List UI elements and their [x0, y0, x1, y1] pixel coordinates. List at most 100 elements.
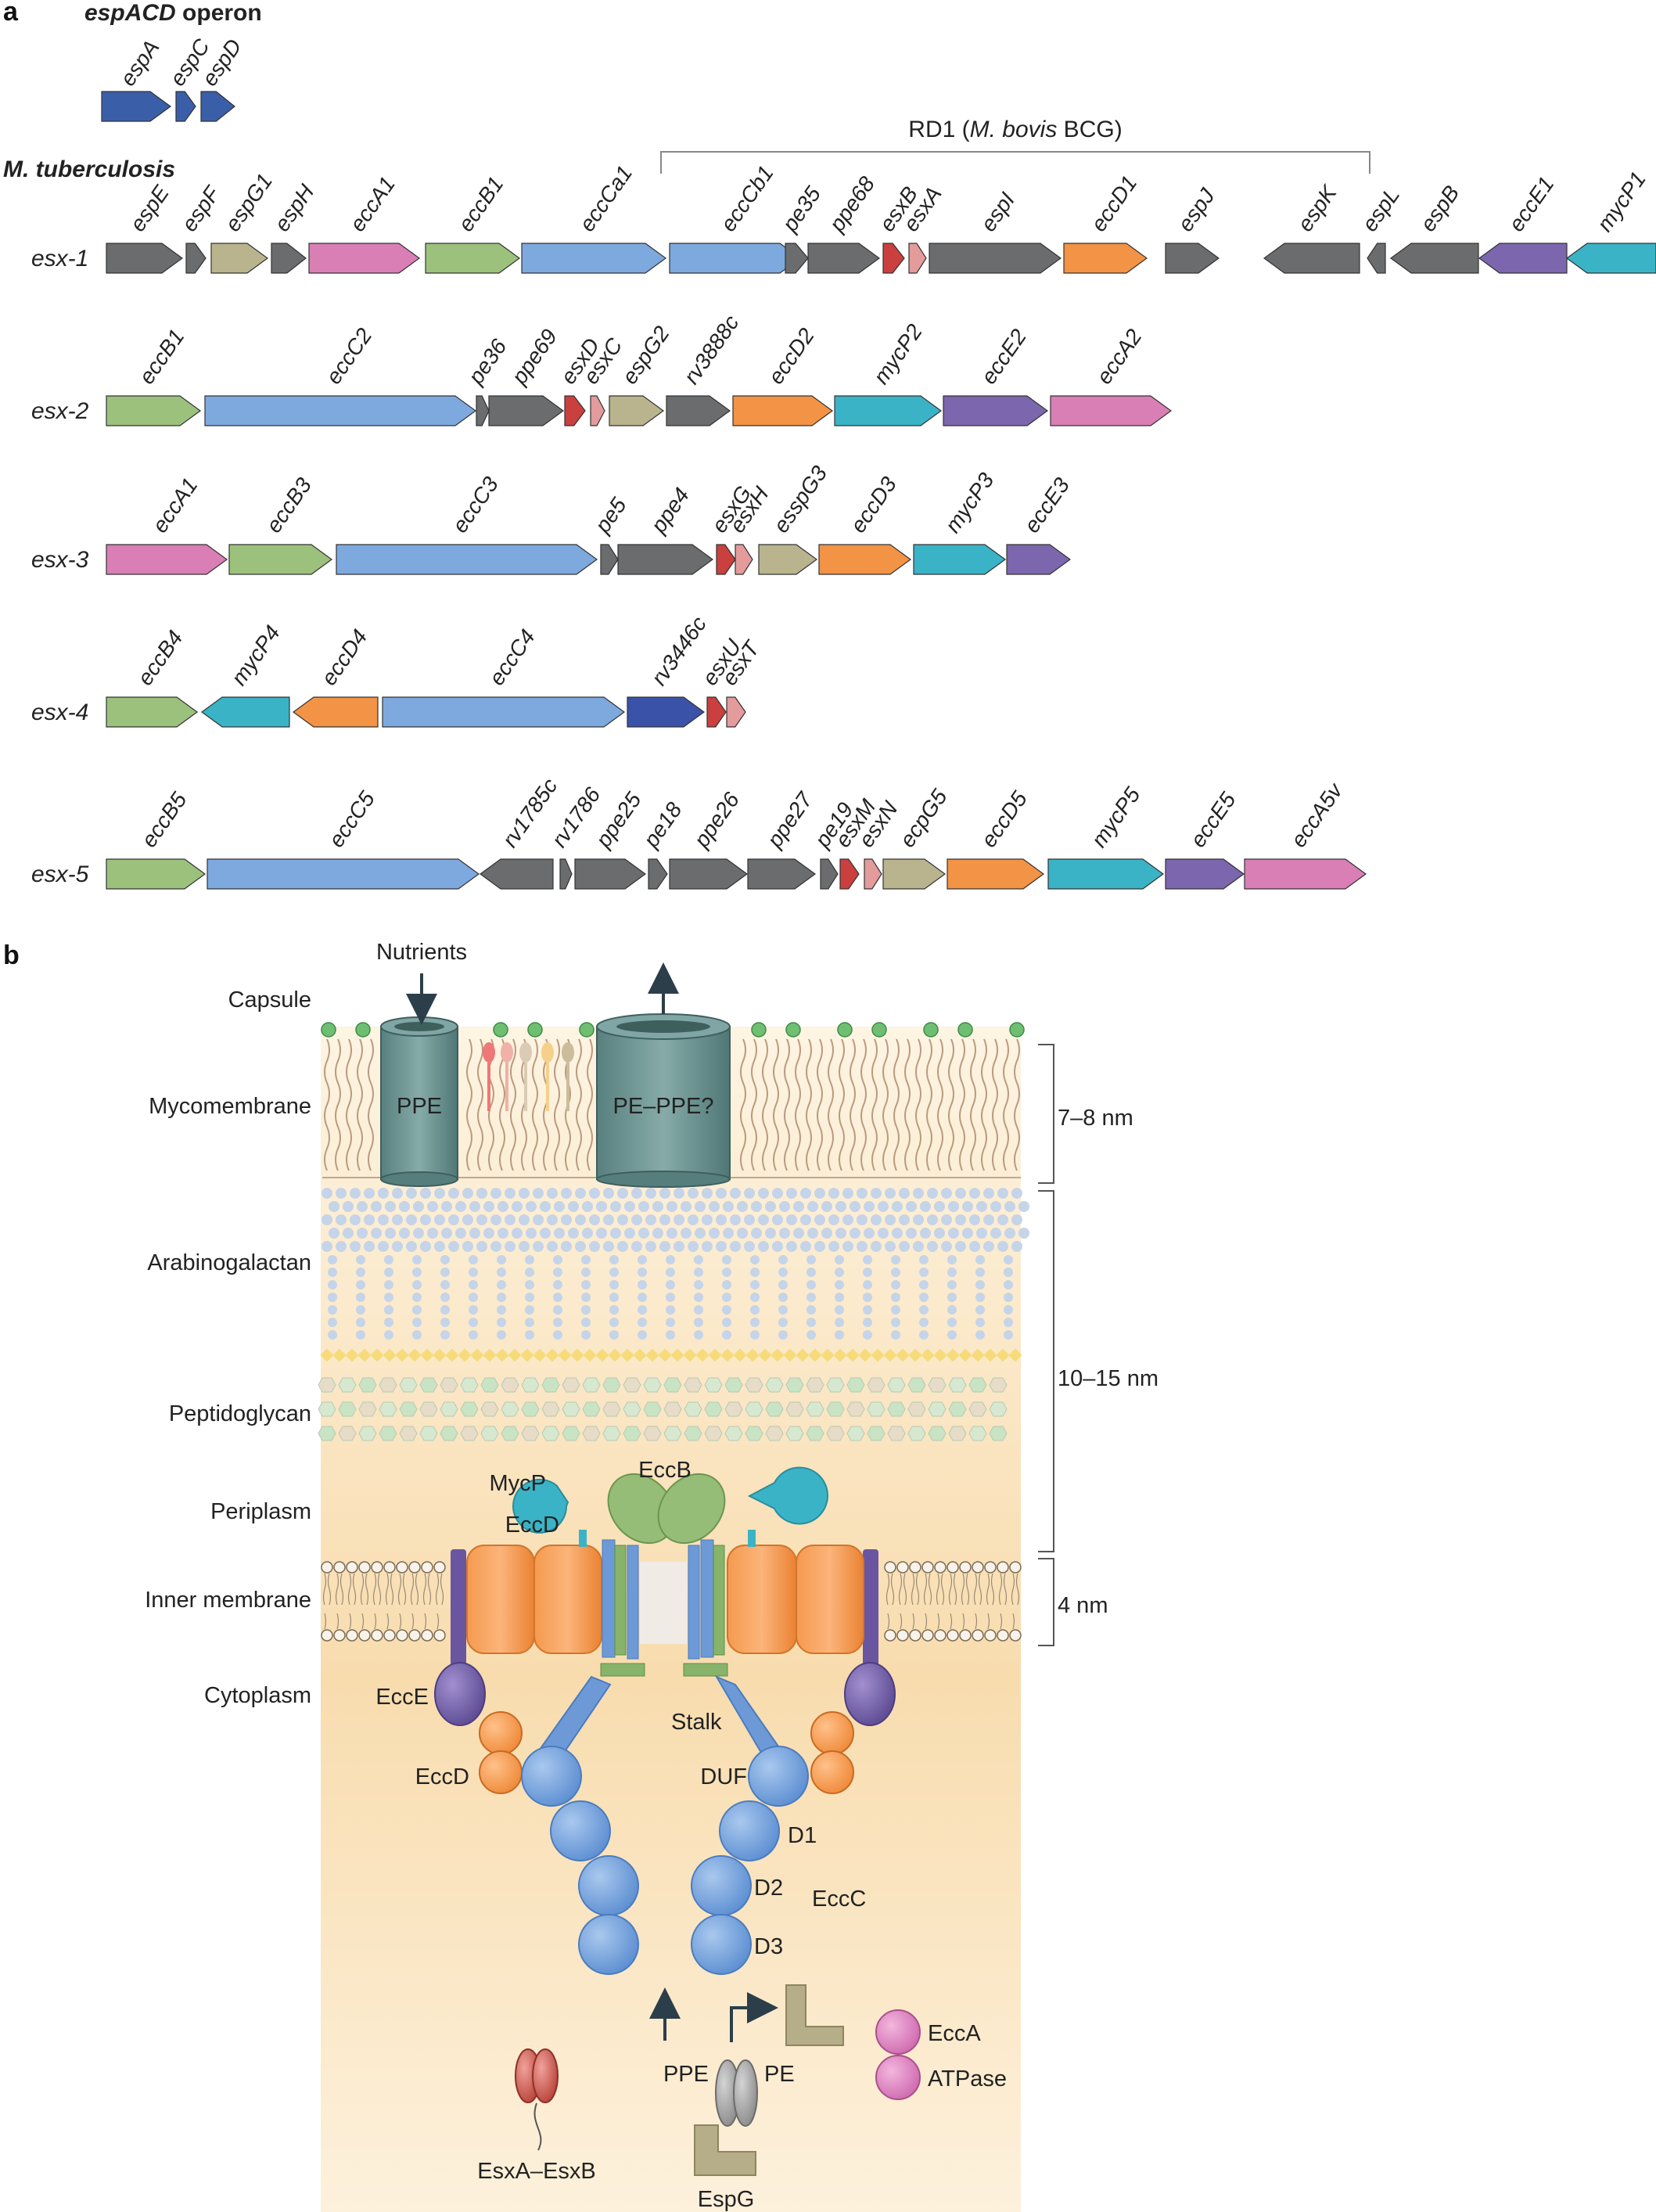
mycomembrane [321, 1022, 1025, 1178]
eccc-d2-left [578, 1855, 639, 1916]
ppe-pore: PPE [380, 1016, 458, 1187]
gene-label-eccC4: eccC4 [484, 625, 540, 690]
panel-b-label: b [3, 941, 20, 970]
eccd-cyto-left-2 [479, 1750, 523, 1794]
gene-label-pe18: pe18 [638, 797, 687, 852]
gene-label-eccB1: eccB1 [135, 325, 189, 389]
gene-esxB [882, 243, 905, 274]
gene-eccC5 [207, 858, 480, 890]
gene-esxD [564, 395, 586, 426]
gene-label-espH: espH [270, 179, 319, 236]
locus-label-esx-1: esx-1 [31, 246, 88, 272]
layer-mycomembrane: Mycomembrane [149, 1094, 311, 1119]
label-espg: EspG [698, 2187, 755, 2212]
gene-espC [175, 91, 196, 122]
gene-rv1785c [479, 858, 554, 890]
layer-periplasm: Periplasm [210, 1499, 311, 1524]
gene-label-espA: espA [116, 35, 164, 90]
gene-ppe27 [747, 858, 817, 890]
svg-text:espACD operon: espACD operon [84, 0, 262, 26]
gene-mycP2 [834, 395, 943, 426]
eccd-tm-4 [796, 1545, 864, 1654]
eccc-d3-right [691, 1914, 752, 1975]
gene-eccB4 [106, 696, 199, 728]
gene-label-espG2: espG2 [617, 322, 674, 389]
gene-label-espE: espE [125, 181, 174, 236]
label-stalk: Stalk [671, 1710, 722, 1735]
svg-text:RD1 (M. bovis BCG): RD1 (M. bovis BCG) [908, 117, 1122, 142]
gene-label-espB: espB [1416, 181, 1464, 236]
ppe-pore-label: PPE [397, 1094, 442, 1119]
eccc-d1-left [550, 1800, 611, 1861]
eccb-periplasmic-right [657, 1473, 726, 1545]
eccd-tm-1 [466, 1545, 535, 1654]
ecce-left [434, 1662, 486, 1726]
gene-espG1 [210, 243, 269, 274]
gene-eccB3 [228, 544, 333, 575]
label-eccc: EccC [812, 1886, 866, 1912]
rd1-bracket: RD1 (M. bovis BCG) [660, 117, 1370, 174]
gene-label-ppe27: ppe27 [762, 787, 817, 853]
eccd-tm-3 [727, 1545, 797, 1654]
gene-esxG [716, 544, 736, 575]
operon-name: espACD [84, 0, 176, 26]
gene-eccD2 [732, 395, 834, 426]
gene-espD [200, 91, 235, 122]
gene-ppe68 [807, 243, 881, 274]
esx-secretion-complex: MycP EccB EccD EccE EccD Stalk DUF D1 D2… [375, 1458, 896, 1975]
layer-labels: Capsule Mycomembrane Arabinogalactan Pep… [145, 987, 311, 1708]
gene-eccC4 [382, 696, 626, 728]
eccc-tm-right-b [688, 1545, 700, 1660]
gene-label-eccD5: eccD5 [976, 786, 1032, 851]
gene-espF [185, 243, 207, 274]
gene-label-ppe26: ppe26 [688, 788, 744, 853]
gene-label-eccA1: eccA1 [148, 473, 203, 538]
locus-label-esx-2: esx-2 [31, 398, 89, 424]
rd1-species: M. bovis [970, 117, 1058, 142]
gene-label-eccC2: eccC2 [322, 323, 377, 388]
dimension-brackets [1038, 1044, 1054, 1646]
substrates: EsxA–EsxB PPE PE EspG EccA ATPase [477, 1984, 1007, 2212]
gene-label-mycP3: mycP3 [940, 468, 999, 537]
gene-label-mycP2: mycP2 [869, 319, 928, 388]
gene-pe19 [820, 858, 839, 890]
label-mycp: MycP [490, 1471, 547, 1496]
gene-espE [106, 243, 184, 274]
gene-label-eccC3: eccC3 [447, 472, 503, 537]
label-eccb: EccB [638, 1458, 691, 1483]
layer-cytoplasm: Cytoplasm [204, 1683, 311, 1708]
rd1-suffix: BCG) [1057, 117, 1122, 142]
gene-espK [1263, 243, 1360, 274]
gene-label-pe35: pe35 [777, 182, 825, 236]
gene-rv3888c [666, 395, 731, 426]
gene-label-mycP5: mycP5 [1087, 782, 1145, 851]
gene-espL [1367, 243, 1386, 274]
gene-mycP3 [913, 544, 1007, 575]
eccb-periplasmic-left [607, 1473, 676, 1545]
espg-release-arrow [730, 1992, 778, 2042]
gene-label-pe5: pe5 [590, 493, 631, 538]
label-pe: PE [764, 2062, 795, 2087]
eccc-d2-right [691, 1855, 752, 1916]
gene-label-eccA2: eccA2 [1092, 325, 1147, 389]
ecce-helix-left [451, 1549, 466, 1667]
mycp-left [512, 1478, 569, 1534]
pe-ppe-pore-label: PE–PPE? [613, 1094, 714, 1119]
gene-label-rv3888c: rv3888c [679, 311, 744, 388]
gene-espJ [1165, 243, 1220, 274]
eccc-d1-right [719, 1800, 780, 1861]
gene-label-eccE5: eccE5 [1186, 788, 1241, 852]
label-d3: D3 [754, 1934, 783, 1959]
gene-ppe25 [574, 858, 647, 890]
gene-label-espG1: espG1 [221, 169, 278, 236]
mycp-anchor-right [748, 1530, 756, 1547]
gene-eccCa1 [521, 243, 667, 274]
gene-eccA5v [1244, 858, 1367, 890]
layer-inner-membrane: Inner membrane [145, 1588, 311, 1613]
gene-espG2 [609, 395, 665, 426]
gene-ppe26 [669, 858, 749, 890]
locus-label-esx-5: esx-5 [31, 861, 89, 887]
gene-eccB5 [106, 858, 207, 890]
gene-label-eccE2: eccE2 [976, 325, 1031, 389]
